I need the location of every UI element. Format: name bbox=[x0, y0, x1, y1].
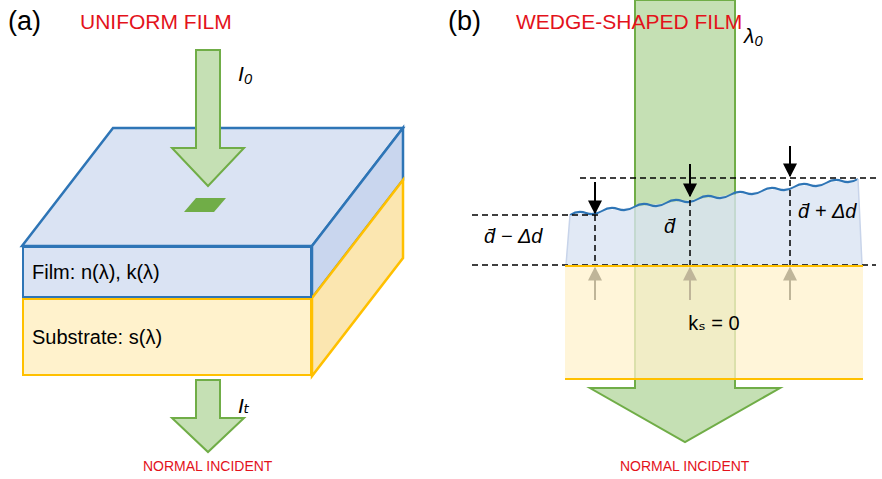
intensity-symbol: Iₜ bbox=[238, 394, 250, 418]
node-text: Film: n(λ), k(λ) bbox=[32, 261, 160, 284]
substrate-block: kₛ = 0 bbox=[565, 265, 863, 380]
reference-lines bbox=[472, 178, 876, 265]
panel-title: WEDGE-SHAPED FILM bbox=[516, 10, 742, 34]
mid-vertical bbox=[689, 200, 691, 265]
dim-arrow bbox=[594, 182, 596, 213]
thickness-label: d̄ + Δd bbox=[798, 200, 856, 223]
left-dash bbox=[472, 214, 600, 216]
wedge-film bbox=[566, 179, 862, 265]
node-text: Substrate: s(λ) bbox=[32, 326, 162, 349]
panel-label: (a) bbox=[8, 6, 41, 37]
substrate-side-face bbox=[312, 180, 403, 376]
panel-title: UNIFORM FILM bbox=[80, 10, 232, 34]
thickness-label: d̄ bbox=[664, 215, 675, 238]
film-layer: Film: n(λ), k(λ) bbox=[22, 246, 312, 298]
right-vertical bbox=[789, 180, 791, 265]
film-edge bbox=[566, 179, 862, 265]
incident-arrow bbox=[172, 50, 244, 186]
panel-label: (b) bbox=[448, 6, 481, 37]
illuminated-spot bbox=[184, 198, 226, 212]
substrate-layer: Substrate: s(λ) bbox=[22, 298, 312, 376]
dim-arrow bbox=[689, 164, 691, 196]
caption-label: NORMAL INCIDENT bbox=[620, 458, 749, 474]
transmitted-arrow bbox=[172, 380, 244, 452]
left-vertical bbox=[594, 215, 596, 265]
intensity-symbol: I₀ bbox=[238, 62, 253, 86]
wavelength-symbol: λ₀ bbox=[744, 24, 763, 48]
dim-arrow bbox=[789, 146, 791, 176]
node-text: kₛ = 0 bbox=[688, 311, 739, 335]
caption-label: NORMAL INCIDENT bbox=[143, 458, 272, 474]
thickness-label: d̄ − Δd bbox=[484, 225, 542, 248]
top-dash bbox=[580, 177, 876, 179]
